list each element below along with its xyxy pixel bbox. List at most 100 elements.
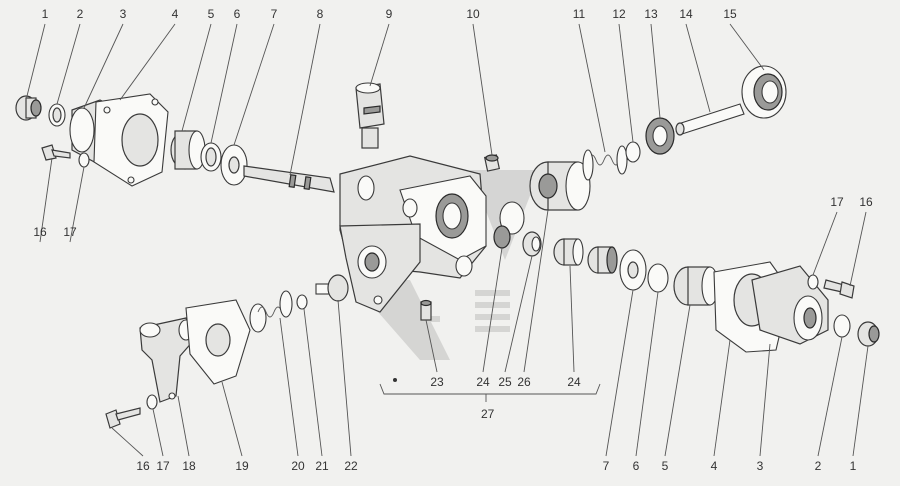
bottom-callout-9: 25 [498,375,512,389]
top-callout-11: 12 [612,7,626,21]
top-leader-2 [83,23,124,109]
top-callout-9: 10 [466,7,480,21]
bottom-leader-4 [279,317,299,457]
right-leader-0 [812,211,838,276]
valve-stem [243,165,335,193]
bottom-leader-10 [523,209,549,373]
bottom-callout-14: 5 [662,459,669,473]
group-bracket [379,383,601,402]
pump-body [339,155,487,313]
bottom-callout-4: 20 [291,459,305,473]
bottom-leader-15 [713,339,731,457]
top-leader-6 [233,23,275,146]
gasket-lower [185,299,251,385]
bottom-callout-10: 26 [517,375,531,389]
bottom-leader-3 [221,381,243,457]
left-callout-1: 17 [63,225,77,239]
top-callout-12: 13 [644,7,658,21]
bushing-24-b [553,238,584,266]
washer-right-upper [807,274,819,290]
bottom-callout-17: 2 [815,459,822,473]
bottom-callout-5: 21 [315,459,329,473]
top-leader-8 [369,23,390,87]
sleeve-center-upper [529,161,591,211]
bottom-leader-17 [817,336,843,457]
bottom-leader-1 [152,408,164,457]
flange-gasket-left [93,93,169,187]
bottom-callout-13: 6 [633,459,640,473]
bottom-callout-1: 17 [156,459,170,473]
spring-upper-right [582,145,629,181]
bottom-callout-15: 4 [711,459,718,473]
elbow-fitting [139,317,195,403]
top-leader-12 [650,23,661,119]
top-callout-5: 6 [234,7,241,21]
bottom-callout-12: 7 [603,459,610,473]
cap-upper-right [741,65,787,119]
bottom-callout-8: 24 [476,375,490,389]
seat-upper-right [645,117,675,155]
top-callout-10: 11 [573,7,586,21]
group-label-27: 27 [481,407,495,421]
left-callout-0: 16 [33,225,47,239]
right-callout-1: 16 [859,195,873,209]
sleeve-right [673,266,719,306]
bushing-25 [522,231,542,257]
top-callout-1: 2 [77,7,84,21]
bottom-callout-0: 16 [136,459,150,473]
body-marker-dot [393,378,397,382]
washer-upper-right [625,141,641,163]
plug-right-lower [857,321,880,347]
top-leader-13 [685,23,711,113]
bottom-leader-8 [482,247,503,373]
top-callout-0: 1 [42,7,49,21]
bottom-leader-2 [177,395,190,457]
bottom-leader-9 [504,255,533,373]
bottom-leader-18 [852,345,869,457]
pushrod-upper-right [675,103,745,136]
left-leader-1 [69,166,85,243]
bottom-leader-16 [759,343,771,457]
bottom-callout-11: 24 [567,375,581,389]
top-leader-3 [119,23,176,101]
bushing-24-a [493,225,511,249]
bolt-left-upper [41,144,71,161]
bushing-24-c [587,246,618,274]
bottom-leader-5 [303,308,323,457]
top-leader-14 [729,23,765,71]
bottom-leader-6 [337,299,352,457]
top-leader-9 [472,23,493,156]
washer-right-lower [833,314,851,338]
dowel-pin-lower [420,299,432,321]
top-callout-4: 5 [208,7,215,21]
washer-left-upper [78,152,90,168]
leader-lines [25,23,869,457]
bottom-callout-7: 23 [430,375,444,389]
right-leader-1 [849,211,867,287]
top-callout-3: 4 [172,7,179,21]
bottom-callout-3: 19 [235,459,249,473]
bolt-right-upper [823,279,855,299]
washer-lower [296,294,308,310]
top-callout-7: 8 [317,7,324,21]
top-leader-5 [210,23,238,144]
top-leader-7 [289,23,321,176]
bolt-left-lower [105,407,141,429]
bottom-callout-18: 1 [850,459,857,473]
top-callout-8: 9 [386,7,393,21]
top-leader-0 [25,23,46,101]
ring-insert-center [499,201,525,235]
top-callout-2: 3 [120,7,127,21]
bottom-leader-11 [569,265,575,373]
plunger-lower [315,274,349,302]
left-leader-0 [39,157,53,243]
top-callout-6: 7 [271,7,278,21]
ring-right [647,263,669,293]
bottom-callout-2: 18 [182,459,196,473]
washer-left-top [48,103,66,127]
sleeve-left [170,130,206,170]
bottom-leader-14 [664,304,691,457]
